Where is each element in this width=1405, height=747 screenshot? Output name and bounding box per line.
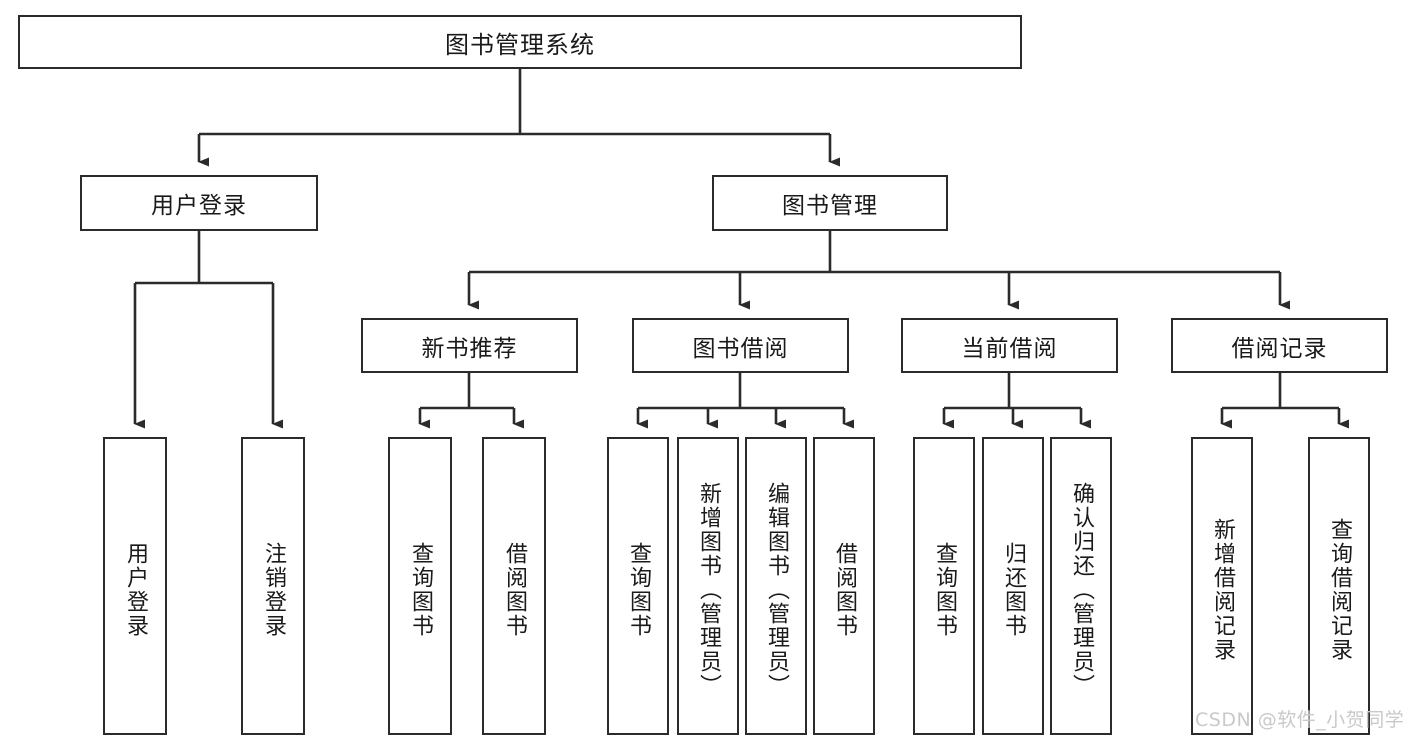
- node-current-borrow-label: 当前借阅: [961, 335, 1058, 362]
- leaf-add-borrow-record[interactable]: 新增借阅记录: [1191, 437, 1253, 735]
- leaf-add-book-admin[interactable]: 新增图书（管理员）: [677, 437, 739, 735]
- node-user-login-label: 用户登录: [151, 193, 247, 219]
- node-new-book-recommend-label: 新书推荐: [421, 335, 518, 362]
- leaf-confirm-return-admin[interactable]: 确认归还（管理员）: [1050, 437, 1112, 735]
- leaf-user-logout-label: 注销登录: [261, 542, 286, 638]
- leaf-query-book-borrow[interactable]: 查询图书: [607, 437, 669, 735]
- leaf-borrow-book[interactable]: 借阅图书: [813, 437, 875, 735]
- node-book-borrow[interactable]: 图书借阅: [632, 318, 849, 373]
- leaf-add-book-admin-label: 新增图书（管理员）: [696, 482, 721, 698]
- leaf-user-login[interactable]: 用户登录: [103, 437, 167, 735]
- leaf-borrow-book-rec-label: 借阅图书: [502, 542, 527, 638]
- node-book-borrow-label: 图书借阅: [692, 335, 789, 362]
- csdn-watermark: CSDN @软件_小贺同学: [1195, 709, 1405, 731]
- leaf-query-book-rec[interactable]: 查询图书: [388, 437, 452, 735]
- leaf-query-book-rec-label: 查询图书: [408, 542, 433, 638]
- node-borrow-record[interactable]: 借阅记录: [1171, 318, 1388, 373]
- leaf-return-book-label: 归还图书: [1001, 542, 1026, 638]
- node-book-management-label: 图书管理: [782, 193, 878, 219]
- node-root[interactable]: 图书管理系统: [18, 15, 1022, 69]
- leaf-edit-book-admin-label: 编辑图书（管理员）: [764, 482, 789, 698]
- node-new-book-recommend[interactable]: 新书推荐: [361, 318, 578, 373]
- leaf-query-borrow-record-label: 查询借阅记录: [1327, 518, 1352, 662]
- leaf-borrow-book-label: 借阅图书: [832, 542, 857, 638]
- leaf-query-book-borrow-label: 查询图书: [626, 542, 651, 638]
- leaf-add-borrow-record-label: 新增借阅记录: [1210, 518, 1235, 662]
- leaf-query-book-current[interactable]: 查询图书: [913, 437, 975, 735]
- node-borrow-record-label: 借阅记录: [1231, 335, 1328, 362]
- leaf-user-login-label: 用户登录: [123, 542, 148, 638]
- leaf-query-book-current-label: 查询图书: [932, 542, 957, 638]
- node-current-borrow[interactable]: 当前借阅: [901, 318, 1118, 373]
- leaf-user-logout[interactable]: 注销登录: [241, 437, 305, 735]
- node-book-management[interactable]: 图书管理: [712, 175, 948, 231]
- node-user-login[interactable]: 用户登录: [80, 175, 318, 231]
- leaf-edit-book-admin[interactable]: 编辑图书（管理员）: [745, 437, 807, 735]
- node-root-label: 图书管理系统: [445, 30, 595, 59]
- leaf-query-borrow-record[interactable]: 查询借阅记录: [1308, 437, 1370, 735]
- leaf-confirm-return-admin-label: 确认归还（管理员）: [1069, 482, 1094, 698]
- leaf-return-book[interactable]: 归还图书: [982, 437, 1044, 735]
- leaf-borrow-book-rec[interactable]: 借阅图书: [482, 437, 546, 735]
